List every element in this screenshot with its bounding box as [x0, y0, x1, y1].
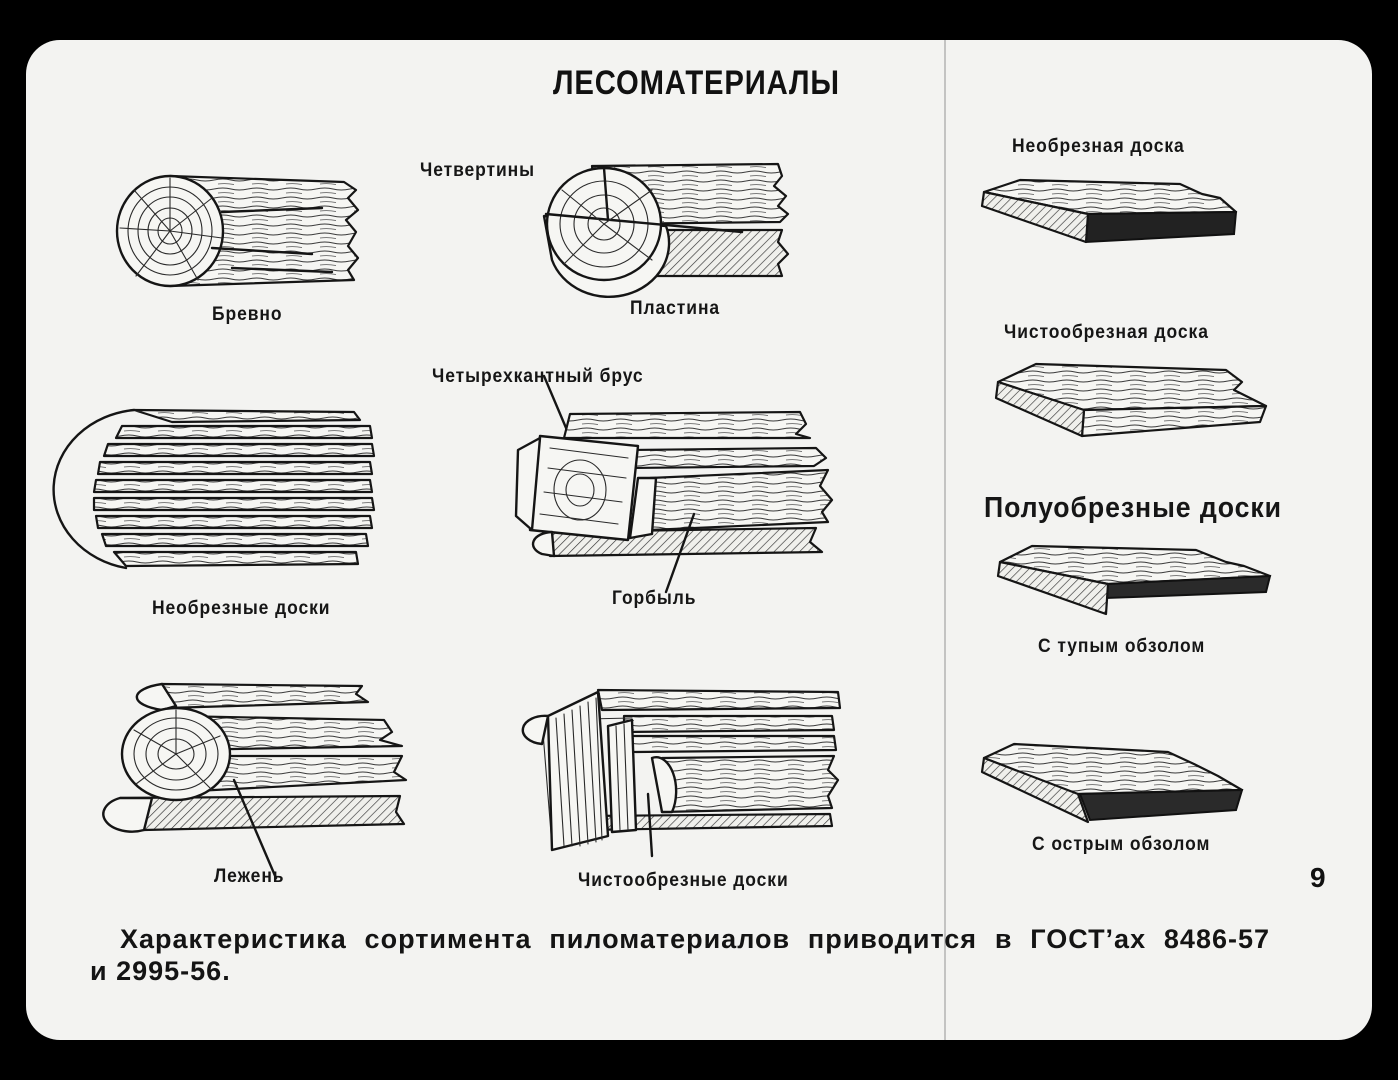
label-chistoobreznye-doski: Чистообрезные доски [578, 870, 789, 891]
label-neobreznaya-doska: Необрезная доска [1012, 136, 1185, 157]
page-number: 9 [1310, 862, 1326, 893]
label-neobreznye-doski: Необрезные доски [152, 598, 331, 619]
label-poluobreznye-doski: Полуобрезные доски [984, 492, 1282, 524]
label-chetvertiny: Четвертины [420, 160, 536, 181]
semi-edged-board-blunt [996, 544, 1272, 616]
edged-boards-illustration [521, 688, 842, 858]
lezhen-illustration [102, 682, 408, 880]
footer-line-2: и 2995-56. [90, 956, 231, 986]
column-divider [944, 40, 946, 1040]
semi-edged-board-sharp [980, 742, 1244, 824]
label-chistoobreznaya-doska: Чистообрезная доска [1004, 322, 1209, 343]
unedged-board-illustration [980, 178, 1238, 244]
label-chetyrekhkantny-brus: Четырехкантный брус [432, 366, 644, 387]
page-title: ЛЕСОМАТЕРИАЛЫ [553, 64, 840, 102]
log-illustration [115, 174, 360, 288]
label-lezhen: Лежень [214, 866, 285, 887]
label-gorbyl: Горбыль [612, 588, 697, 609]
plastina-illustration [542, 162, 790, 299]
label-plastina: Пластина [630, 298, 721, 319]
slide: ЛЕСОМАТЕРИАЛЫ Бревно Четвертины Пластина… [26, 40, 1372, 1040]
label-brevno: Бревно [212, 304, 283, 325]
label-s-tupym-obzolom: С тупым обзолом [1038, 636, 1206, 657]
footer-line-1: Характеристика сортимента пиломатериалов… [120, 924, 1270, 954]
edged-board-illustration [994, 362, 1268, 438]
brus-illustration [514, 374, 834, 594]
label-s-ostrym-obzolom: С острым обзолом [1032, 834, 1211, 855]
unedged-boards-illustration [52, 408, 376, 570]
